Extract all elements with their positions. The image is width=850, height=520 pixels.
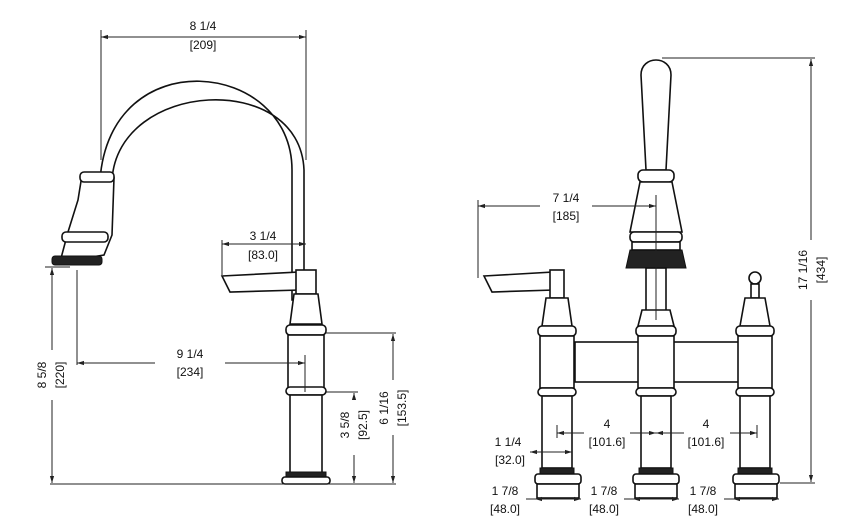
column-right bbox=[732, 271, 780, 499]
side-spray-knob bbox=[748, 271, 762, 285]
bridge-right bbox=[671, 341, 741, 383]
dim-center-right-imperial: 4 bbox=[703, 417, 710, 431]
dim-base-right-metric: [48.0] bbox=[688, 502, 718, 516]
handle-lever bbox=[220, 271, 301, 293]
dim-body-height-metric: [153.5] bbox=[395, 390, 409, 427]
column-middle bbox=[632, 309, 680, 499]
dim-column-diameter-metric: [32.0] bbox=[495, 453, 525, 467]
spray-head bbox=[58, 174, 115, 263]
dim-handle-reach-imperial: 3 1/4 bbox=[250, 229, 277, 243]
dim-handle-span-metric: [185] bbox=[553, 209, 580, 223]
spout-gooseneck bbox=[99, 80, 305, 301]
dim-center-left-imperial: 4 bbox=[604, 417, 611, 431]
lower-body bbox=[289, 394, 323, 476]
dim-base-middle-imperial: 1 7/8 bbox=[591, 484, 618, 498]
dim-base-height-imperial: 3 5/8 bbox=[338, 411, 352, 438]
dim-base-left-metric: [48.0] bbox=[490, 502, 520, 516]
dim-overall-height-imperial: 17 1/16 bbox=[796, 250, 810, 290]
dim-spout-height-metric: [220] bbox=[53, 362, 67, 389]
dim-column-diameter-imperial: 1 1/4 bbox=[495, 435, 522, 449]
side-view-dimensions: 8 1/4 [209] 3 1/4 [83.0] 9 1/4 [234] 8 5… bbox=[30, 19, 416, 485]
dim-spout-reach-metric: [234] bbox=[177, 365, 204, 379]
front-view-faucet bbox=[482, 59, 780, 499]
dim-base-right-imperial: 1 7/8 bbox=[690, 484, 717, 498]
front-view-dimensions: 7 1/4 [185] 17 1/16 [434] 4 [101.6] 4 [1… bbox=[477, 57, 835, 516]
dim-handle-reach-metric: [83.0] bbox=[248, 248, 278, 262]
dim-spout-height-imperial: 8 5/8 bbox=[35, 361, 49, 388]
dim-center-left-metric: [101.6] bbox=[589, 435, 626, 449]
dim-base-left-imperial: 1 7/8 bbox=[492, 484, 519, 498]
dim-base-height-metric: [92.5] bbox=[356, 410, 370, 440]
dim-reach-width-imperial: 8 1/4 bbox=[190, 19, 217, 33]
dim-overall-height-metric: [434] bbox=[814, 257, 828, 284]
dim-center-right-metric: [101.6] bbox=[688, 435, 725, 449]
base-escutcheon bbox=[281, 476, 331, 485]
dim-spout-reach-imperial: 9 1/4 bbox=[177, 347, 204, 361]
side-view-faucet bbox=[51, 80, 331, 485]
dim-handle-span-imperial: 7 1/4 bbox=[553, 191, 580, 205]
dim-base-middle-metric: [48.0] bbox=[589, 502, 619, 516]
dim-body-height-imperial: 6 1/16 bbox=[377, 391, 391, 425]
bridge-left bbox=[574, 341, 641, 383]
dim-reach-width-metric: [209] bbox=[190, 38, 217, 52]
handle-lever-left bbox=[482, 271, 555, 293]
center-spout bbox=[640, 59, 672, 171]
